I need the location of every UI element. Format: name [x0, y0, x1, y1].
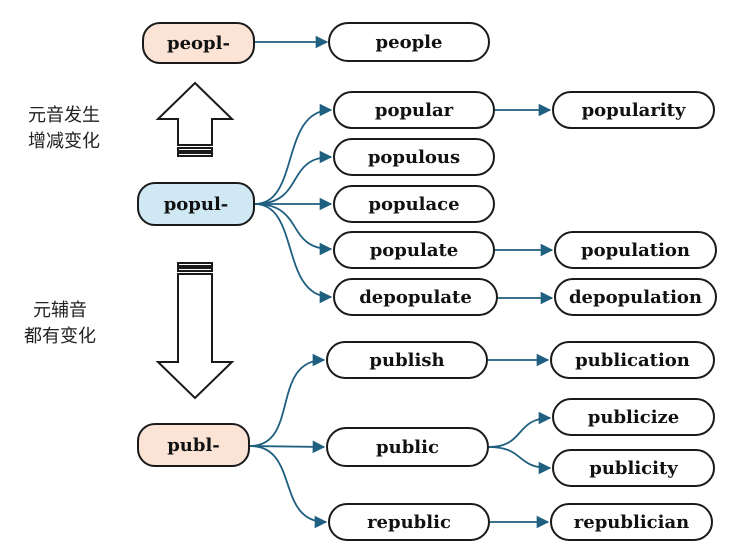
link-publ-publish — [249, 353, 326, 447]
link-publ-republic — [249, 445, 328, 529]
word-publication: publication — [550, 341, 715, 379]
root-peopl: peopl- — [142, 22, 255, 64]
word-depopulation: depopulation — [554, 278, 717, 316]
word-republic: republic — [328, 503, 490, 541]
word-populous: populous — [333, 138, 495, 176]
down-arrow-stripe — [177, 267, 213, 272]
word-popularity: popularity — [552, 91, 715, 129]
word-public: public — [326, 427, 489, 467]
note-vowel-line2: 增减变化 — [28, 131, 100, 152]
up-arrow-stripe — [177, 152, 213, 157]
word-people: people — [328, 22, 490, 62]
note-vowel-line1: 元音发生 — [28, 105, 100, 126]
root-publ: publ- — [137, 423, 250, 467]
word-publish: publish — [326, 341, 488, 379]
link-public-publicize — [488, 411, 552, 448]
down-arrow-stripe — [177, 262, 213, 267]
note-consonant-change: 元辅音 都有变化 — [6, 298, 114, 350]
link-popul-populate — [254, 203, 333, 256]
link-popul-depopulate — [254, 203, 333, 304]
up-arrow — [155, 81, 235, 146]
link-popul-popular — [254, 103, 333, 205]
root-popul: popul- — [137, 182, 255, 226]
word-republician: republician — [550, 503, 713, 541]
note-consonant-line2: 都有变化 — [24, 326, 96, 347]
word-population: population — [554, 231, 717, 269]
word-popular: popular — [333, 91, 495, 129]
note-vowel-change: 元音发生 增减变化 — [10, 103, 118, 155]
word-publicize: publicize — [552, 398, 715, 436]
down-arrow — [155, 273, 235, 400]
word-populace: populace — [333, 185, 495, 223]
note-consonant-line1: 元辅音 — [33, 300, 87, 321]
link-public-publicity — [488, 446, 552, 475]
word-publicity: publicity — [552, 449, 715, 487]
word-depopulate: depopulate — [333, 278, 498, 316]
link-popul-populous — [254, 150, 333, 205]
word-populate: populate — [333, 231, 495, 269]
up-arrow-stripe — [177, 147, 213, 152]
link-publ-public — [249, 440, 326, 454]
